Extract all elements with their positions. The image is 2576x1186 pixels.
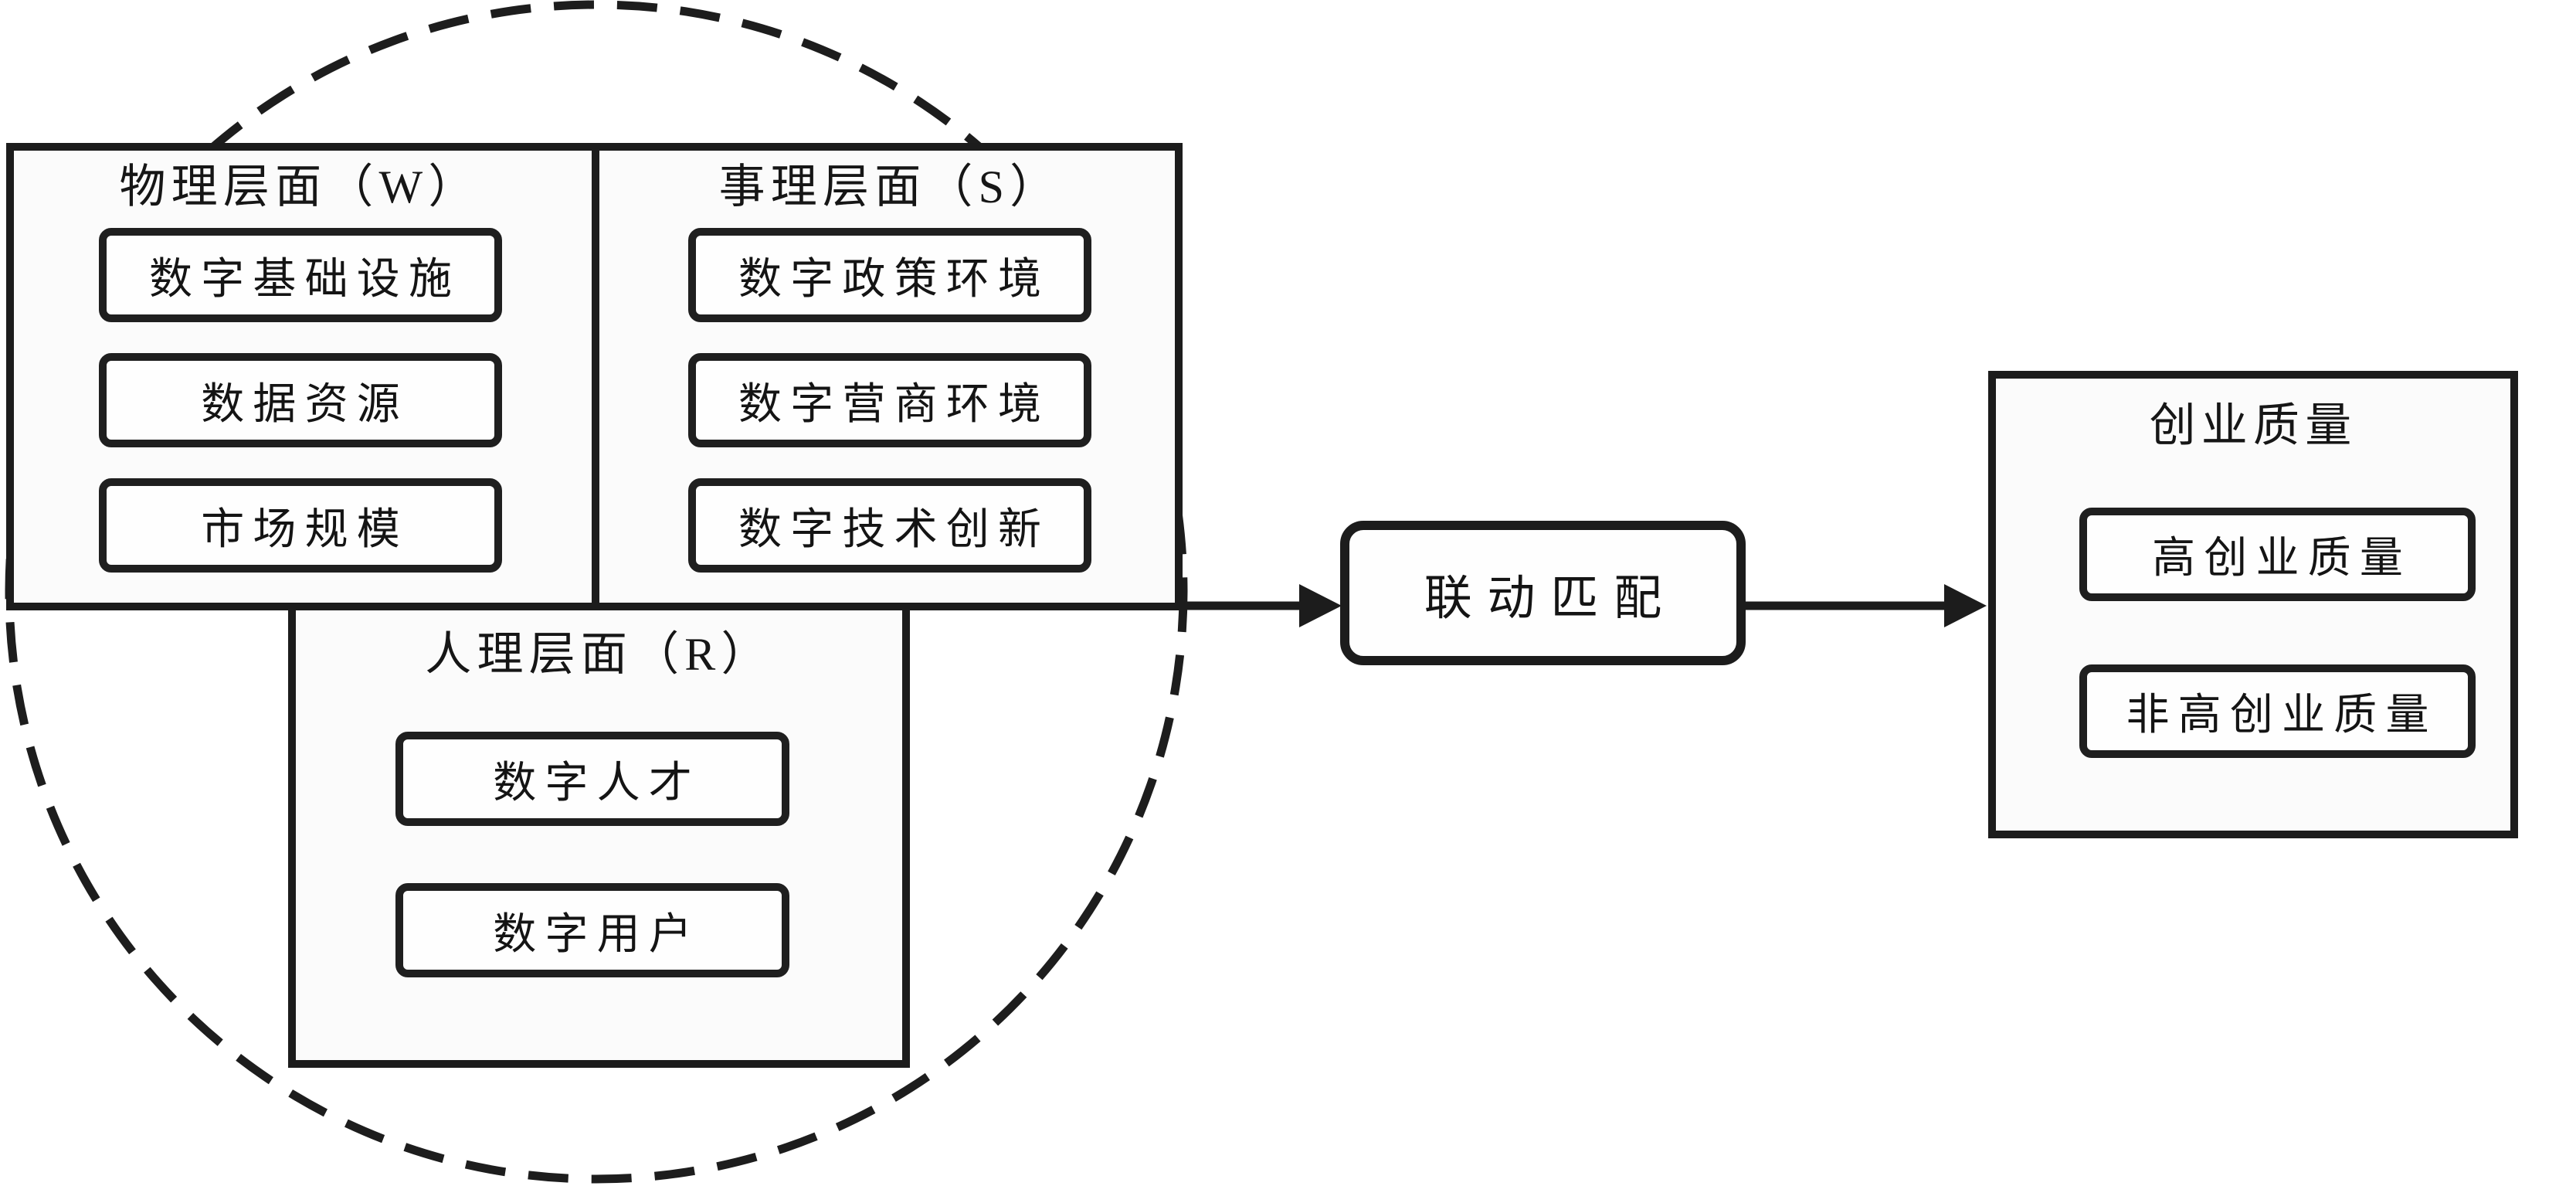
affair-layer-title: 事理层面（S） [718, 161, 1062, 212]
box-data-resources: 数据资源 [99, 353, 502, 447]
linkage-matching-box: 联动匹配 [1340, 521, 1746, 665]
box-non-high-entrepreneurship-quality: 非高创业质量 [2079, 664, 2476, 758]
human-layer-title: 人理层面（R） [425, 629, 773, 680]
arrow-to-quality-icon [1746, 584, 1987, 627]
panel-divider [592, 143, 599, 610]
box-digital-technology-innovation: 数字技术创新 [688, 478, 1091, 573]
box-high-entrepreneurship-quality: 高创业质量 [2079, 508, 2476, 601]
box-digital-infrastructure: 数字基础设施 [99, 228, 502, 322]
box-digital-talent: 数字人才 [395, 732, 789, 826]
box-digital-policy-environment: 数字政策环境 [688, 228, 1091, 322]
physical-layer-title: 物理层面（W） [119, 161, 480, 212]
human-layer-panel [288, 603, 910, 1068]
entrepreneurship-quality-panel [1988, 371, 2518, 838]
entrepreneurship-quality-title: 创业质量 [2149, 400, 2357, 451]
box-digital-business-environment: 数字营商环境 [688, 353, 1091, 447]
box-digital-users: 数字用户 [395, 883, 789, 977]
box-market-scale: 市场规模 [99, 478, 502, 573]
arrow-to-linkage-icon [1183, 584, 1342, 627]
